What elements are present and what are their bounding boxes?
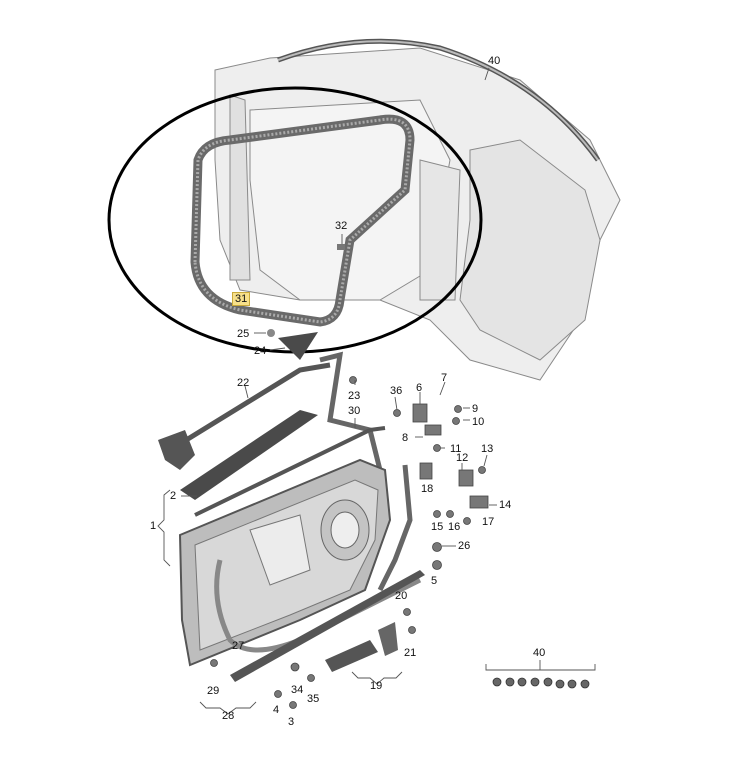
part-label-17: 17	[482, 516, 495, 528]
part-label-9: 9	[472, 403, 479, 415]
part-label-6: 6	[416, 382, 423, 394]
part-label-27: 27	[232, 640, 245, 652]
part-label-15: 15	[431, 521, 444, 533]
leader-lines	[157, 67, 596, 715]
door-seal-lower	[214, 559, 422, 653]
part-label-10: 10	[472, 416, 485, 428]
part-label-23: 23	[348, 390, 361, 402]
part-label-11: 11	[450, 443, 462, 455]
part-label-34: 34	[291, 684, 304, 696]
regulator-bracket	[378, 622, 398, 656]
part-label-13: 13	[481, 443, 494, 455]
vertical-seal	[377, 464, 413, 592]
door-top-strip	[168, 362, 331, 453]
part-label-30: 30	[348, 405, 361, 417]
part-label-7: 7	[441, 372, 448, 384]
part-label-14: 14	[499, 499, 512, 511]
part-label-29: 29	[207, 685, 220, 697]
mirror-triangle-cover	[278, 332, 318, 360]
door-shell	[178, 458, 392, 667]
door-bracket-left	[158, 430, 195, 470]
sill-strip	[230, 570, 425, 682]
part-label-36: 36	[390, 385, 403, 397]
waist-strip	[194, 426, 386, 517]
part-label-22: 22	[237, 377, 250, 389]
part-label-24: 24	[254, 345, 267, 357]
car-body-shell	[214, 47, 621, 381]
part-label-5: 5	[431, 575, 438, 587]
part-label-28: 28	[222, 710, 235, 722]
window-regulator	[325, 640, 378, 672]
part-label-16: 16	[448, 521, 461, 533]
part-label-31: 31	[232, 292, 251, 306]
part-label-21: 21	[404, 647, 417, 659]
fastener-kit	[492, 677, 590, 689]
part-label-40: 40	[533, 647, 546, 659]
part-label-12: 12	[456, 452, 469, 464]
part-label-3: 3	[288, 716, 295, 728]
part-label-8: 8	[402, 432, 409, 444]
part-label-19: 19	[370, 680, 383, 692]
part-label-18: 18	[421, 483, 434, 495]
part-label-20: 20	[395, 590, 408, 602]
part-label-4: 4	[273, 704, 280, 716]
inner-seal-strip	[180, 410, 318, 500]
part-label-2: 2	[170, 490, 177, 502]
part-label-33: 40	[488, 55, 501, 67]
screw-25	[267, 329, 275, 337]
part-label-32: 32	[335, 220, 348, 232]
hinge-hardware	[210, 376, 489, 709]
part-label-26: 26	[458, 540, 471, 552]
fastener-32	[337, 244, 345, 250]
part-label-25: 25	[237, 328, 250, 340]
part-label-35: 35	[307, 693, 320, 705]
part-label-1: 1	[150, 520, 157, 532]
